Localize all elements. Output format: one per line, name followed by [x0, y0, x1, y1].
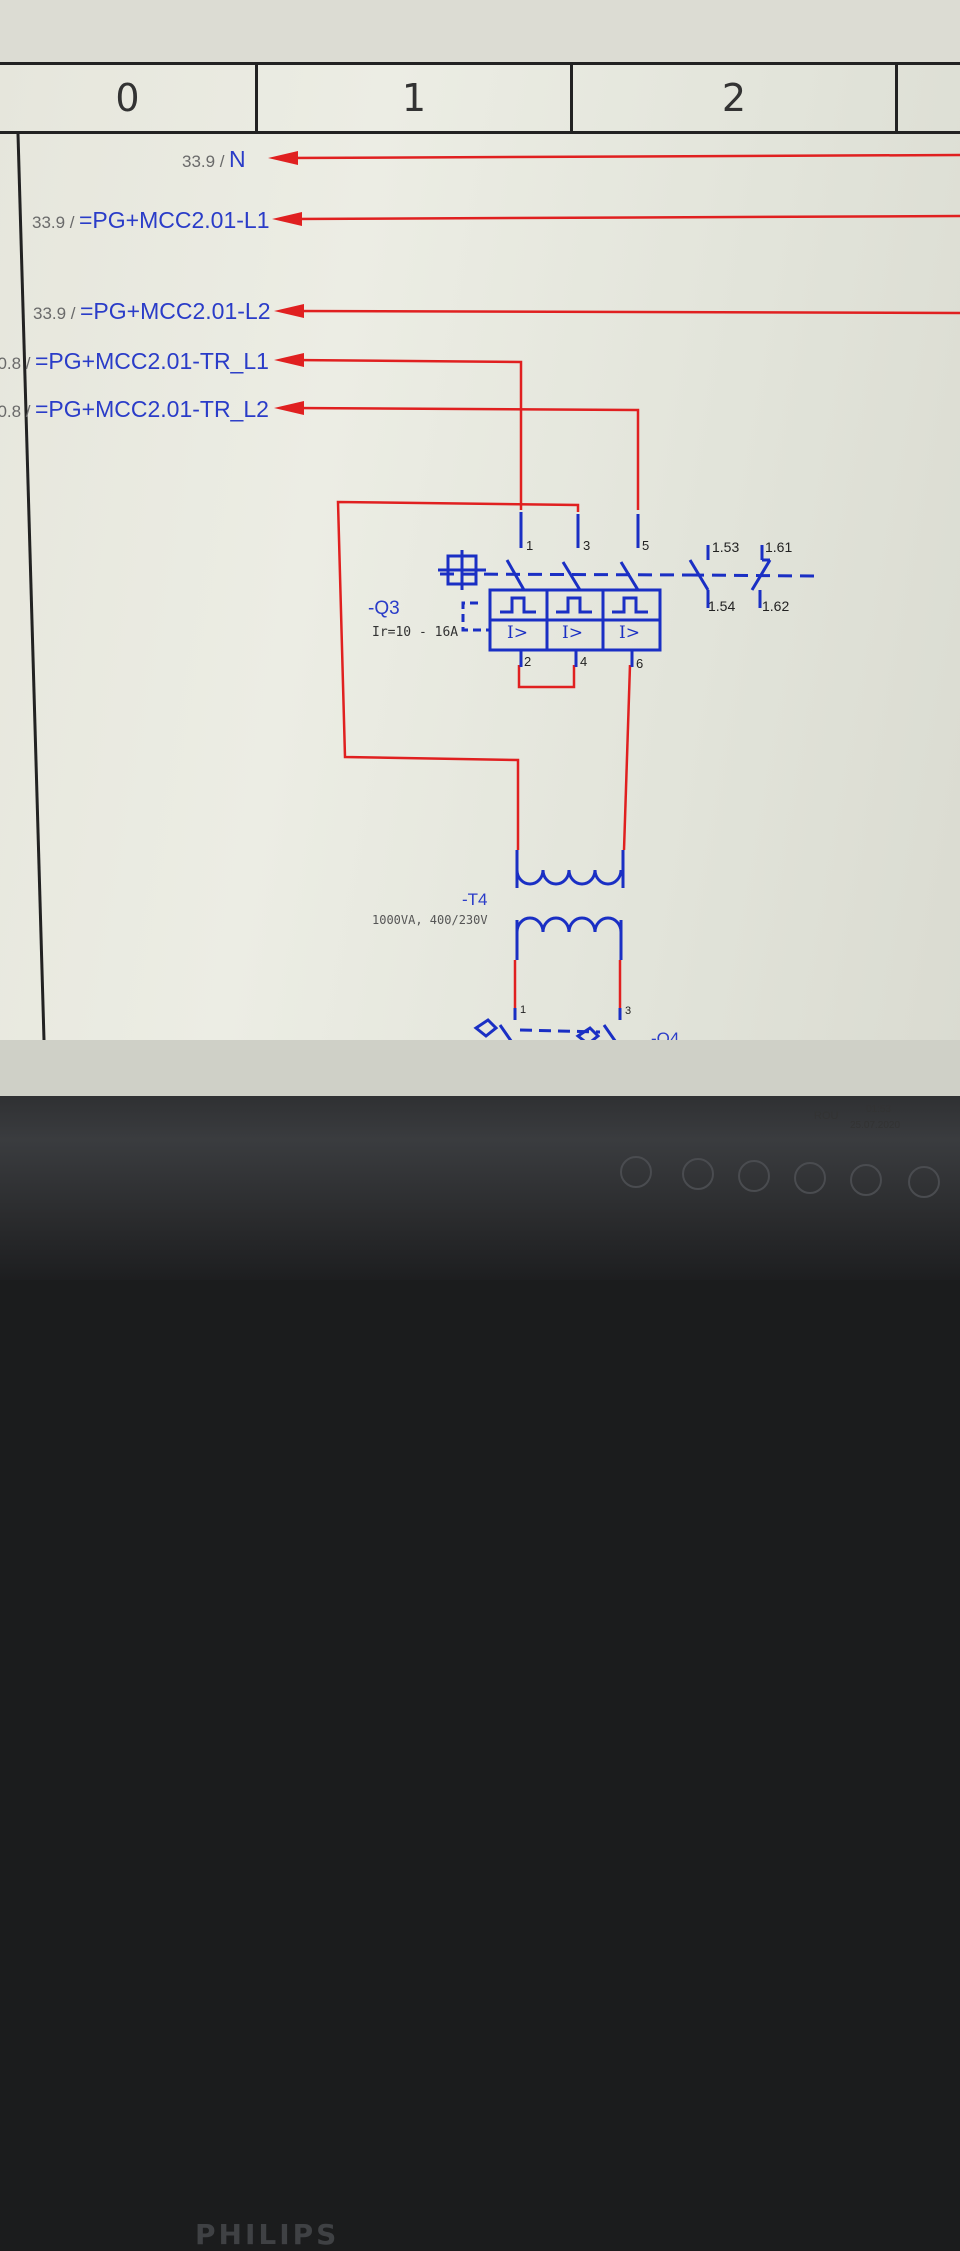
q3-blade-3: [561, 561, 582, 591]
signal-name: =PG+MCC2.01-L2: [80, 298, 271, 324]
aux-terminal-154: 1.54: [708, 598, 736, 614]
t4-tag: -T4: [462, 890, 488, 909]
signal-ref: 30.8 /: [0, 402, 31, 421]
aux-terminal-161: 1.61: [765, 539, 793, 555]
t4-secondary-coil: [515, 916, 623, 933]
aux-terminal-162: 1.62: [762, 598, 790, 614]
wire-l2: [291, 309, 960, 315]
q3-terminal-4: 4: [580, 654, 588, 669]
monitor-button-4[interactable]: [850, 1164, 882, 1196]
q3-terminal-3: 3: [583, 538, 591, 553]
q4-actuator-1: [473, 1018, 499, 1038]
q3-trip-label-1: I>: [507, 623, 528, 643]
signal-name: =PG+MCC2.01-TR_L2: [35, 396, 269, 422]
signal-l1: 33.9 / =PG+MCC2.01-L1: [32, 207, 269, 234]
wire-6-to-t4: [622, 664, 632, 851]
q3-handle-link: [461, 601, 490, 632]
q4-terminal-3: 3: [625, 1005, 632, 1017]
arrow-tr-l2-icon: [274, 401, 304, 415]
monitor-button-3[interactable]: [794, 1162, 826, 1194]
arrow-l2-icon: [274, 304, 304, 318]
taskbar-strip: [0, 1040, 960, 1096]
q3-thermal-element-3: [612, 596, 648, 614]
clock-date[interactable]: 25.07.2020: [850, 1120, 901, 1131]
language-indicator[interactable]: ROU: [814, 1110, 839, 1122]
signal-name: N: [229, 146, 246, 172]
wire-l1: [289, 214, 960, 221]
monitor-button-5[interactable]: [908, 1166, 940, 1198]
signal-ref: 33.9 /: [182, 152, 225, 171]
wire-loop-3: [336, 500, 580, 850]
aux-terminal-153: 1.53: [712, 539, 740, 555]
signal-ref: 33.9 /: [32, 213, 75, 232]
wire-tr-l1: [291, 358, 523, 510]
q3-terminal-1: 1: [526, 538, 534, 553]
monitor-brand-logo: PHILIPS: [195, 2218, 340, 2251]
column-number: 2: [721, 76, 747, 120]
toolbar-area: [0, 0, 960, 62]
t4-primary-coil: [515, 869, 623, 886]
signal-l2: 33.9 / =PG+MCC2.01-L2: [33, 298, 270, 325]
q4-mechanical-link: [519, 1028, 601, 1034]
wire-tr-l2: [291, 406, 640, 510]
signal-tr-l2: 30.8 / =PG+MCC2.01-TR_L2: [0, 396, 269, 423]
q3-trip-label-2: I>: [562, 623, 583, 643]
q3-thermal-element-2: [556, 596, 592, 614]
q3-terminal-2: 2: [524, 654, 532, 669]
schematic-drawing: [16, 133, 960, 1075]
q3-terminal-6: 6: [636, 656, 644, 671]
clock-time[interactable]: 01:53: [866, 1104, 892, 1115]
wire-bridge-2-4: [517, 665, 576, 689]
column-header-3: [895, 62, 960, 134]
signal-tr-l1: 30.8 / =PG+MCC2.01-TR_L1: [0, 348, 269, 375]
signal-name: =PG+MCC2.01-L1: [79, 207, 270, 233]
wire-n: [284, 153, 960, 160]
signal-ref: 33.9 /: [33, 304, 76, 323]
monitor-button-1[interactable]: [682, 1158, 714, 1190]
q3-trip-label-3: I>: [619, 623, 640, 643]
q3-mechanical-link: [439, 572, 691, 577]
taskbar-tray: ROU 01:53 25.07.2020: [730, 1096, 960, 1140]
column-header-1: 1: [255, 62, 573, 134]
signal-n: 33.9 / N: [182, 146, 246, 173]
q4-terminal-1: 1: [520, 1004, 527, 1016]
q3-rating: Ir=10 - 16A: [372, 625, 459, 640]
signal-ref: 30.8 /: [0, 354, 31, 373]
t4-rating: 1000VA, 400/230V: [372, 913, 488, 927]
q3-thermal-element-1: [500, 596, 536, 614]
frame-border-line: [16, 133, 46, 1041]
q3-aux-link: [689, 573, 816, 578]
column-number: 0: [115, 76, 140, 120]
screen: 0 1 2: [0, 0, 960, 1080]
arrow-l1-icon: [272, 212, 302, 226]
monitor-power-button[interactable]: [620, 1156, 652, 1188]
q3-tag: -Q3: [368, 598, 400, 619]
monitor-button-2[interactable]: [738, 1160, 770, 1192]
column-number: 1: [401, 76, 427, 120]
q3-terminal-5: 5: [642, 538, 650, 553]
signal-name: =PG+MCC2.01-TR_L1: [35, 348, 269, 374]
arrow-n-icon: [268, 151, 298, 165]
arrow-tr-l1-icon: [274, 353, 304, 367]
